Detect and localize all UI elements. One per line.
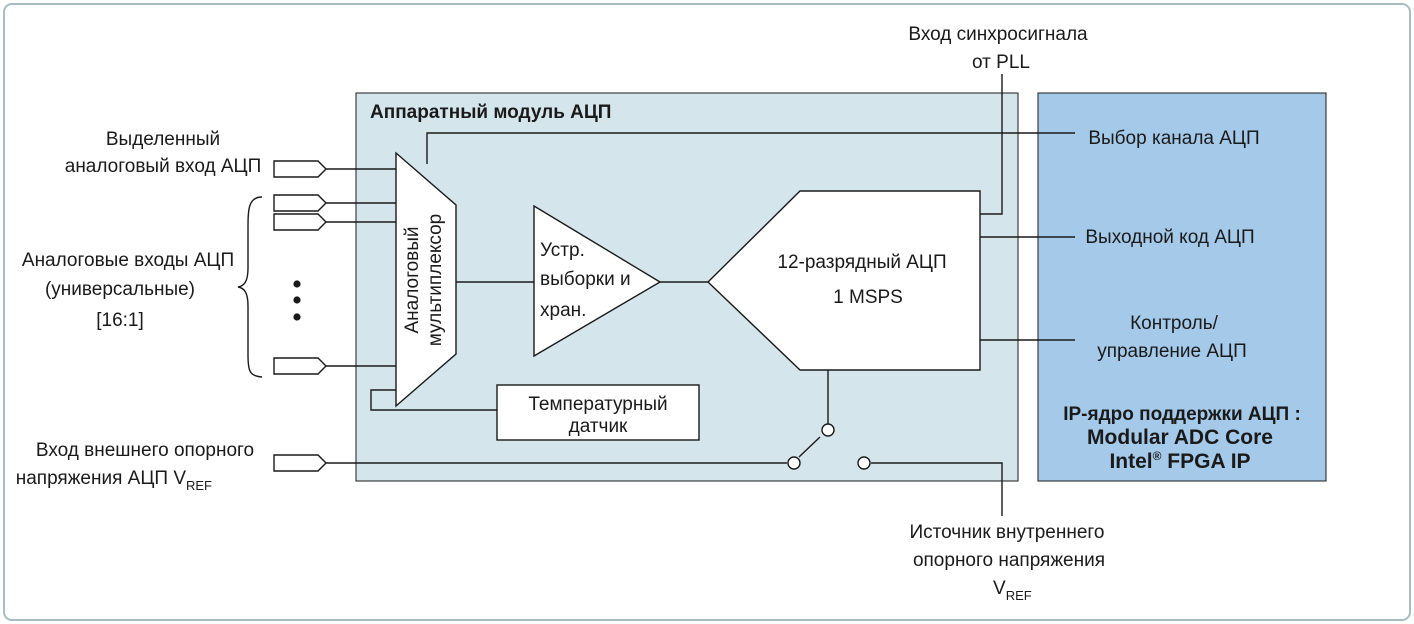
soft-ip-title: IP-ядро поддержки АЦП : bbox=[1063, 404, 1301, 425]
vref-ext-label-2: напряжения АЦП VREF bbox=[16, 468, 212, 493]
vref-ext-label-1: Вход внешнего опорного bbox=[36, 440, 254, 461]
adc-label-1: 12-разрядный АЦП bbox=[777, 252, 946, 273]
analog-input-pin-1 bbox=[273, 194, 327, 212]
mux-label-1: Аналоговый bbox=[402, 226, 423, 333]
vref-ext-pin bbox=[273, 454, 327, 472]
adc-label-2: 1 MSPS bbox=[833, 287, 903, 308]
analog-input-pin-2 bbox=[273, 213, 327, 231]
clock-label-1: Вход синхросигнала bbox=[908, 24, 1088, 45]
ellipsis-dot-2 bbox=[293, 296, 301, 304]
output-code-label: Выходной код АЦП bbox=[1085, 227, 1254, 248]
channel-select-label: Выбор канала АЦП bbox=[1088, 128, 1259, 149]
sample-hold bbox=[533, 204, 662, 358]
adc-core bbox=[706, 190, 981, 371]
vref-int-wire bbox=[871, 462, 1003, 516]
vref-switch-blade bbox=[798, 436, 821, 458]
general-inputs-label-3: [16:1] bbox=[96, 310, 144, 331]
analog-mux bbox=[395, 151, 457, 408]
clock-wire bbox=[980, 74, 1003, 215]
switch-pole bbox=[821, 423, 835, 437]
switch-contact-int bbox=[857, 456, 871, 470]
control-label-2: управление АЦП bbox=[1097, 341, 1247, 362]
control-label-1: Контроль/ bbox=[1130, 313, 1219, 334]
inputs-brace bbox=[237, 196, 263, 378]
soft-ip-block bbox=[1037, 92, 1327, 482]
dedicated-input-label-2: аналоговый вход АЦП bbox=[65, 156, 262, 177]
temp-label-2: датчик bbox=[569, 416, 628, 437]
dedicated-input-label-1: Выделенный bbox=[106, 129, 220, 150]
sh-label-1: Устр. bbox=[540, 240, 585, 261]
dedicated-input-pin bbox=[273, 160, 327, 178]
temp-label-1: Температурный bbox=[528, 394, 667, 415]
soft-ip-name-2: Intel® FPGA IP bbox=[1109, 449, 1250, 473]
vref-int-label-2: опорного напряжения bbox=[913, 550, 1105, 571]
vref-int-label-3: VREF bbox=[993, 578, 1032, 603]
channel-select-wire bbox=[426, 132, 1075, 164]
vref-int-label-1: Источник внутреннего bbox=[910, 522, 1105, 543]
temp-sensor bbox=[496, 384, 700, 441]
general-inputs-label-1: Аналоговые входы АЦП bbox=[22, 250, 234, 271]
hard-ip-title: Аппаратный модуль АЦП bbox=[370, 102, 611, 123]
clock-label-2: от PLL bbox=[972, 52, 1030, 73]
ellipsis-dot-3 bbox=[293, 313, 301, 321]
ellipsis-dot-1 bbox=[293, 280, 301, 288]
sh-label-2: выборки и bbox=[540, 269, 631, 290]
analog-input-pin-n bbox=[273, 357, 327, 375]
switch-contact-ext bbox=[787, 456, 801, 470]
sh-label-3: хран. bbox=[540, 300, 586, 321]
mux-label-2: мультиплексор bbox=[425, 214, 446, 347]
temp-to-mux-wire bbox=[370, 389, 497, 411]
general-inputs-label-2: (универсальные) bbox=[45, 279, 195, 300]
soft-ip-name-1: Modular ADC Core bbox=[1087, 426, 1273, 449]
